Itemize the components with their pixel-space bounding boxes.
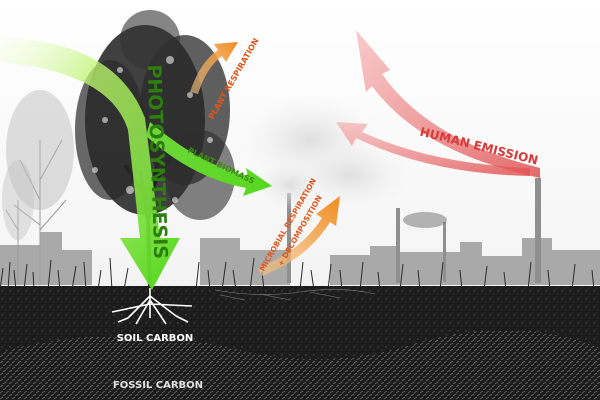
- roots: [111, 288, 193, 325]
- photosynthesis-arrow: [0, 38, 180, 290]
- smokestack: [287, 193, 291, 283]
- smokestack: [396, 208, 400, 283]
- city-skyline: [0, 232, 600, 285]
- human-emission-arrows: [336, 30, 540, 178]
- fungal-network: [214, 289, 376, 301]
- plant-respiration-arrow: [190, 42, 238, 94]
- smokestack: [443, 222, 446, 282]
- microbial-respiration-arrow: [258, 196, 340, 276]
- plant-biomass-arrow: [146, 122, 272, 196]
- label-fossil-carbon: FOSSIL CARBON: [113, 380, 203, 391]
- grass: [0, 257, 595, 291]
- smokestacks: [287, 178, 541, 283]
- label-soil-carbon: SOIL CARBON: [117, 333, 194, 344]
- smoke: [240, 95, 447, 228]
- fossil-layer: [0, 329, 600, 400]
- background-trees: [2, 90, 74, 285]
- smokestack: [535, 178, 541, 283]
